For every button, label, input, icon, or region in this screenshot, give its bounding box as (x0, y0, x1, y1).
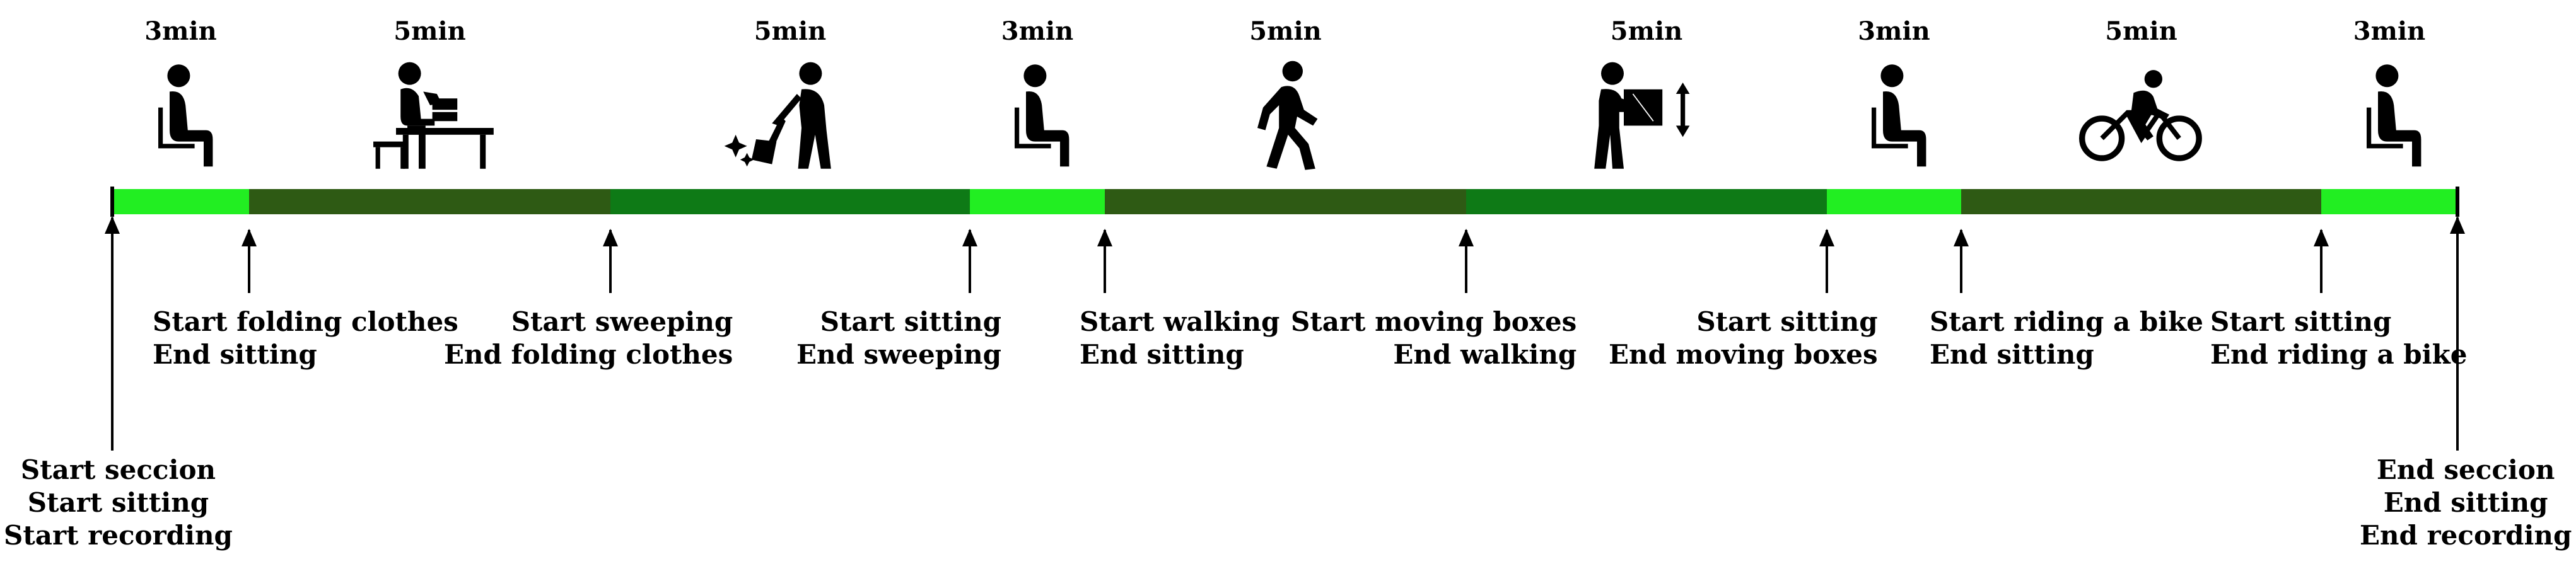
event-label-line: Start walking (1080, 306, 1280, 337)
event-arrow (2314, 229, 2329, 293)
event-label-line: End sitting (153, 339, 317, 370)
event-arrow (1459, 229, 1474, 293)
timeline-start-tick (110, 187, 114, 217)
event-label-line: Start seccion (20, 454, 216, 485)
sitting-person-icon (112, 60, 250, 173)
event-label-line: End riding a bike (2210, 339, 2468, 370)
sitting-person-icon (968, 60, 1107, 173)
phase-segment-6 (1466, 189, 1827, 214)
phase-segment-3 (610, 189, 970, 214)
event-arrow (962, 229, 977, 293)
event-arrow (1097, 229, 1112, 293)
event-label-line: End sitting (2383, 487, 2548, 518)
event-arrow (1819, 229, 1834, 293)
event-label-line: Start sitting (820, 306, 1002, 337)
event-label-line: End sitting (1930, 339, 2094, 370)
duration-label: 5min (2105, 16, 2177, 46)
event-label-line: Start folding clothes (153, 306, 458, 337)
event-label-line: End seccion (2376, 454, 2555, 485)
duration-label: 3min (1858, 16, 1930, 46)
event-label-line: Start moving boxes (1291, 306, 1577, 337)
event-label-line: Start riding a bike (1930, 306, 2204, 337)
sitting-person-icon (2320, 60, 2459, 173)
event-label-line: Start recording (4, 520, 233, 551)
duration-label: 3min (2353, 16, 2426, 46)
sweeping-person-icon (721, 60, 860, 173)
phase-segment-5 (1105, 189, 1466, 214)
event-label-line: End moving boxes (1609, 339, 1878, 370)
sitting-person-icon (1825, 60, 1964, 173)
timeline-bar (0, 189, 2576, 214)
event-arrow (242, 229, 257, 293)
phase-segment-7 (1827, 189, 1961, 214)
event-label-line: End walking (1393, 339, 1577, 370)
event-label-line: End sitting (1080, 339, 1244, 370)
timeline-end-tick (2456, 187, 2459, 217)
phase-segment-9 (2321, 189, 2457, 214)
duration-label: 5min (1610, 16, 1683, 46)
moving-boxes-icon (1577, 60, 1716, 173)
event-label-line: End recording (2360, 520, 2572, 551)
event-label-line: Start sitting (2210, 306, 2392, 337)
bike-rider-icon (2072, 60, 2211, 173)
event-arrow (603, 229, 618, 293)
phase-segment-2 (249, 189, 610, 214)
phase-segment-8 (1961, 189, 2321, 214)
duration-label: 3min (144, 16, 217, 46)
walking-person-icon (1216, 60, 1355, 173)
duration-label: 5min (754, 16, 827, 46)
event-arrow (1954, 229, 1969, 293)
event-arrow (2450, 216, 2465, 451)
duration-label: 5min (393, 16, 466, 46)
event-label-line: Start sweeping (511, 306, 733, 337)
duration-label: 5min (1249, 16, 1322, 46)
folding-clothes-icon (361, 60, 499, 173)
event-label-line: End folding clothes (444, 339, 733, 370)
event-label-line: Start sitting (27, 487, 209, 518)
duration-label: 3min (1001, 16, 1074, 46)
event-label-line: Start sitting (1696, 306, 1878, 337)
phase-segment-1 (112, 189, 249, 214)
event-arrow (105, 216, 120, 451)
event-label-line: End sweeping (796, 339, 1002, 370)
phase-segment-4 (970, 189, 1105, 214)
